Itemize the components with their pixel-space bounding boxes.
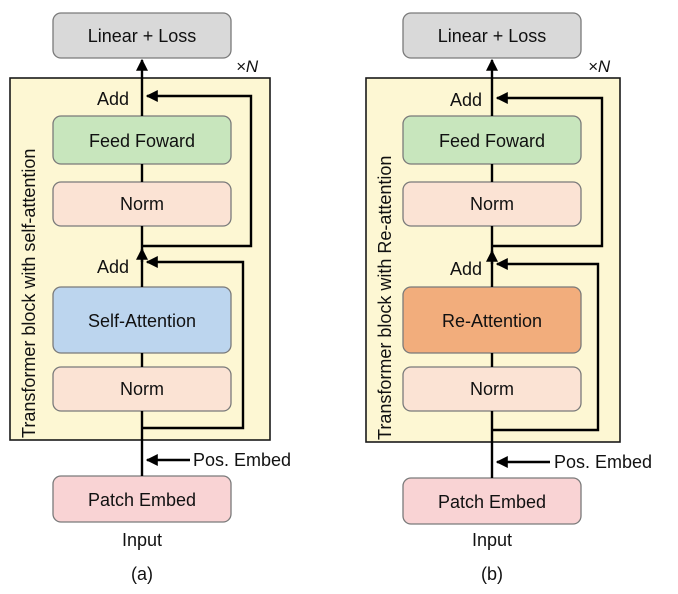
norm-bottom-label-b: Norm [470,379,514,399]
linear-loss-label-b: Linear + Loss [438,26,547,46]
feed-forward-label-a: Feed Foward [89,131,195,151]
panel-b: Transformer block with Re-attention ×N L… [365,12,652,584]
norm-bottom-label-a: Norm [120,379,164,399]
panel-a: Transformer block with self-attention ×N… [9,12,291,584]
pos-embed-label-b: Pos. Embed [554,452,652,472]
repeat-label-a: ×N [236,57,259,76]
patch-embed-label-b: Patch Embed [438,492,546,512]
input-label-b: Input [472,530,512,550]
add-bottom-label-b: Add [450,259,482,279]
residual-arrow-top-a [142,90,253,248]
block-label-a: Transformer block with self-attention [19,149,39,438]
input-label-a: Input [122,530,162,550]
caption-a: (a) [131,564,153,584]
linear-loss-box-a [52,12,232,59]
residual-arrow-top-b [492,92,604,248]
residual-arrow-bottom-a [142,256,245,430]
feed-forward-label-b: Feed Foward [439,131,545,151]
add-top-label-b: Add [450,90,482,110]
attention-label-b: Re-Attention [442,311,542,331]
linear-loss-box-b [402,12,582,59]
add-top-label-a: Add [97,89,129,109]
caption-b: (b) [481,564,503,584]
repeat-label-b: ×N [588,57,611,76]
residual-arrow-bottom-b [492,258,600,432]
block-label-b: Transformer block with Re-attention [375,156,395,440]
norm-top-label-a: Norm [120,194,164,214]
attention-label-a: Self-Attention [88,311,196,331]
add-bottom-label-a: Add [97,257,129,277]
patch-embed-label-a: Patch Embed [88,490,196,510]
norm-top-label-b: Norm [470,194,514,214]
pos-embed-label-a: Pos. Embed [193,450,291,470]
linear-loss-label-a: Linear + Loss [88,26,197,46]
